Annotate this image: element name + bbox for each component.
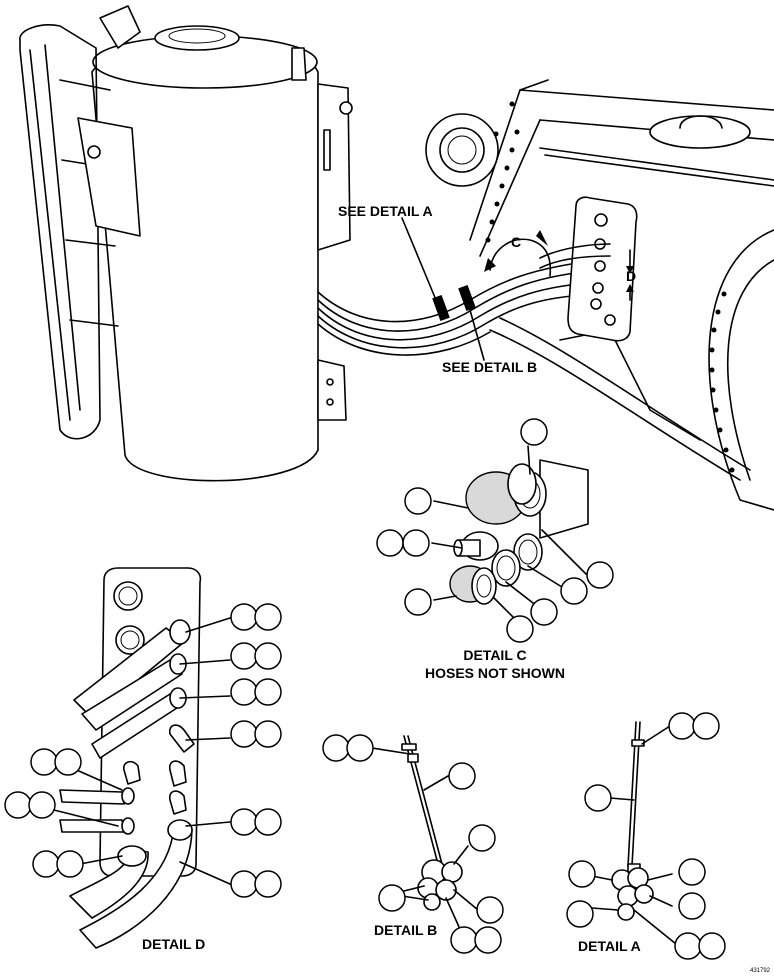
view-d-label: D — [626, 268, 637, 284]
detail-a-drawing — [591, 721, 677, 945]
detail-c-note: HOSES NOT SHOWN — [424, 665, 565, 681]
hose-bundle — [317, 259, 601, 356]
view-c-label: C — [511, 234, 522, 250]
detail-c-title: DETAIL C — [463, 647, 527, 663]
detail-b-title: DETAIL B — [374, 922, 438, 938]
detail-b-drawing — [371, 735, 479, 939]
detail-a-title: DETAIL A — [578, 938, 641, 954]
hydraulic-tank — [19, 5, 353, 482]
view-arrow-d — [626, 249, 634, 301]
detail-c-callouts — [376, 418, 614, 643]
detail-d-callouts — [4, 603, 282, 898]
view-arrow-c — [484, 230, 552, 277]
see-detail-b-label: SEE DETAIL B — [442, 359, 538, 375]
see-detail-a-label: SEE DETAIL A — [338, 203, 433, 219]
detail-d-drawing — [45, 567, 231, 949]
frame-structure — [425, 79, 774, 511]
detail-d-title: DETAIL D — [142, 936, 206, 952]
figure-number: 431792 — [750, 968, 771, 974]
leader-detail-b — [469, 309, 485, 361]
detail-b-callouts — [322, 734, 504, 954]
detail-c-drawing — [431, 445, 589, 625]
leader-detail-a — [401, 217, 437, 301]
detail-a-callouts — [566, 712, 726, 960]
bulkhead-plate — [539, 196, 638, 342]
